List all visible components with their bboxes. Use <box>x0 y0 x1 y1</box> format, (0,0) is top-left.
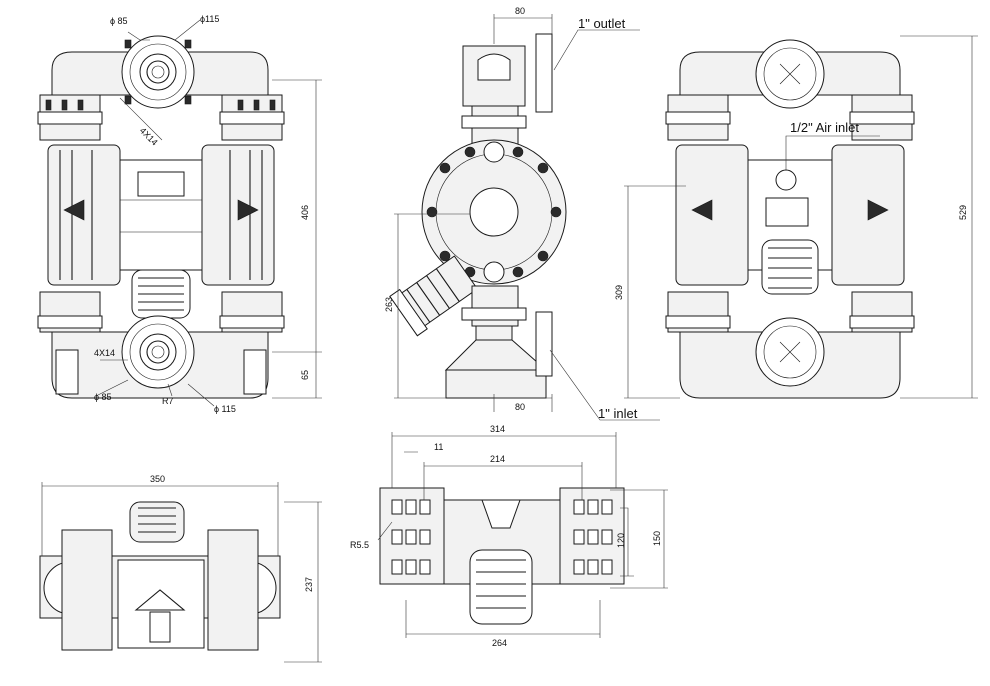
front-d85-bot: ϕ 85 <box>94 392 112 402</box>
foot-h120: 120 <box>616 533 626 548</box>
front-height-65: 65 <box>300 370 310 380</box>
inlet-label: 1" inlet <box>598 406 638 421</box>
front-height-406: 406 <box>300 205 310 220</box>
plan-width-350: 350 <box>150 474 165 484</box>
side-bot-80: 80 <box>515 402 525 412</box>
plan-view <box>39 482 322 663</box>
air-inlet-label: 1/2" Air inlet <box>790 120 859 135</box>
foot-w11: 11 <box>434 442 443 452</box>
plan-depth-237: 237 <box>304 577 314 592</box>
foot-h150: 150 <box>652 531 662 546</box>
front-holes-bot: 4X14 <box>94 348 115 358</box>
side-view <box>389 14 660 421</box>
foot-w264: 264 <box>492 638 507 648</box>
side-top-80: 80 <box>515 6 525 16</box>
bottom-flange <box>121 315 195 389</box>
callout-labels: 1" outlet 1" inlet 1/2" Air inlet <box>578 16 859 421</box>
outlet-label: 1" outlet <box>578 16 626 31</box>
foot-r55: R5.5 <box>350 540 369 550</box>
front-d115-top: ϕ115 <box>200 14 219 24</box>
front-r7: R7 <box>162 396 174 406</box>
side-height-263: 263 <box>384 297 394 312</box>
back-height-529: 529 <box>958 205 968 220</box>
front-d115-bot: ϕ 115 <box>214 404 236 414</box>
front-d85-top: ϕ 85 <box>110 16 128 26</box>
top-flange <box>121 35 195 109</box>
foot-view <box>377 432 668 638</box>
front-view <box>37 19 322 407</box>
foot-w214: 214 <box>490 454 505 464</box>
back-view <box>624 35 978 399</box>
front-holes-top: 4X14 <box>138 126 160 148</box>
back-height-309: 309 <box>614 285 624 300</box>
foot-w314: 314 <box>490 424 505 434</box>
